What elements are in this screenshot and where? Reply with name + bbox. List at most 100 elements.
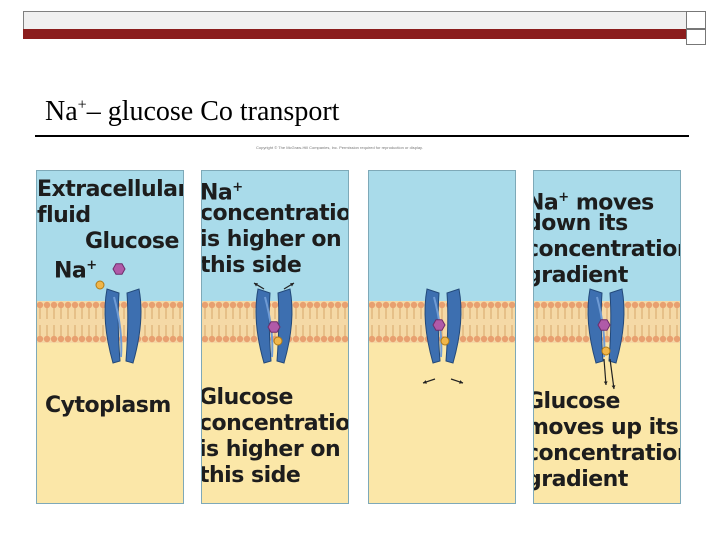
extracellular-region (369, 171, 515, 301)
lipid-head (382, 335, 390, 343)
lipid-head (603, 301, 611, 309)
transporter-protein-right (608, 288, 625, 364)
lipid-head (85, 301, 93, 309)
lipid-head (299, 301, 307, 309)
lipid-head (292, 335, 300, 343)
na-sup: + (558, 190, 569, 205)
lipid-head (334, 301, 342, 309)
title-underline (35, 135, 689, 137)
arrow-head (611, 385, 616, 389)
lipid-head (417, 335, 425, 343)
lipid-head (299, 335, 307, 343)
lipid-head (561, 301, 569, 309)
lipid-head (243, 335, 251, 343)
lipid-head (236, 301, 244, 309)
lipid-head (306, 335, 314, 343)
lipid-head (71, 335, 79, 343)
lipid-head (603, 335, 611, 343)
na-text: Na (54, 258, 87, 284)
lipid-head (169, 301, 177, 309)
lipid-head (50, 301, 58, 309)
lipid-head (473, 335, 481, 343)
lipid-head (480, 301, 488, 309)
lipid-head (459, 335, 467, 343)
membrane-graphic (202, 282, 348, 364)
lipid-head (508, 335, 515, 343)
lipid-head (624, 335, 632, 343)
lipid-head (64, 335, 72, 343)
moves-text: moves (568, 190, 654, 216)
lipid-head (327, 335, 335, 343)
lipid-head (534, 335, 541, 343)
lipid-head (480, 335, 488, 343)
lipid-head (43, 335, 51, 343)
corner-square-decoration (686, 29, 706, 45)
lipid-head (37, 335, 44, 343)
lipid-head (568, 301, 576, 309)
lipid-head (78, 335, 86, 343)
lipid-head (575, 335, 583, 343)
lipid-head (410, 301, 418, 309)
lipid-head (508, 301, 515, 309)
lipid-head (540, 335, 548, 343)
na-sup: + (232, 180, 243, 195)
glucose-molecule (267, 321, 281, 333)
lipid-head (341, 335, 348, 343)
transporter-protein-right (125, 288, 142, 364)
lipid-head (638, 335, 646, 343)
transporter-highlight (113, 296, 123, 358)
sodium-ion (95, 280, 105, 290)
sodium-concentration-label: Na+ (201, 175, 243, 206)
lipid-head (554, 301, 562, 309)
lipid-head (313, 335, 321, 343)
lipid-head (92, 335, 100, 343)
lipid-head (666, 335, 674, 343)
lipid-head (155, 335, 163, 343)
lipid-head (50, 335, 58, 343)
lipid-head (547, 301, 555, 309)
lipid-head (120, 335, 128, 343)
membrane-graphic (534, 288, 680, 390)
lipid-head (375, 301, 383, 309)
lipid-head (92, 301, 100, 309)
lipid-head (320, 335, 328, 343)
lipid-head (540, 301, 548, 309)
lipid-head (176, 335, 183, 343)
na-sup: + (86, 258, 97, 273)
slide-accent-bar (23, 29, 688, 39)
lipid-head (396, 335, 404, 343)
lipid-head (494, 301, 502, 309)
lipid-head (162, 335, 170, 343)
lipid-head (582, 335, 590, 343)
lipid-head (148, 335, 156, 343)
lipid-head (341, 301, 348, 309)
lipid-head (229, 335, 237, 343)
lipid-head (141, 301, 149, 309)
title-rest: – glucose Co transport (86, 96, 340, 127)
lipid-head (382, 301, 390, 309)
lipid-head (410, 335, 418, 343)
sodium-moves-label: Na+ moves (534, 185, 654, 216)
lipid-head (334, 335, 342, 343)
lipid-head (99, 335, 107, 343)
lipid-head (148, 301, 156, 309)
panel-3 (368, 170, 516, 504)
lipid-head (202, 301, 209, 309)
lipid-head (57, 335, 65, 343)
lipid-head (208, 301, 216, 309)
lipid-head (389, 335, 397, 343)
lipid-head (501, 301, 509, 309)
membrane-graphic (369, 288, 515, 384)
arrow-head (290, 283, 294, 287)
lipid-head (396, 301, 404, 309)
sodium-moves-text: down its concentration gradient (533, 211, 680, 288)
na-text: Na (201, 180, 233, 206)
lipid-head (645, 301, 653, 309)
copyright-notice: Copyright © The McGraw-Hill Companies, I… (256, 145, 423, 150)
glucose-molecule (112, 263, 126, 275)
lipid-head (466, 301, 474, 309)
lipid-head (57, 301, 65, 309)
extracellular-fluid-label: Extracellular fluid (37, 177, 184, 228)
lipid-head (487, 301, 495, 309)
lipid-head (141, 335, 149, 343)
